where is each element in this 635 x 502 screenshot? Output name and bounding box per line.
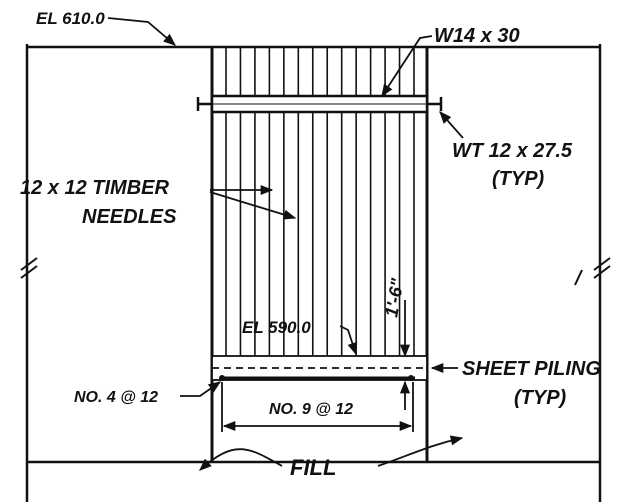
label-timber-2: NEEDLES	[82, 206, 177, 228]
right-break-mark	[593, 257, 611, 279]
label-sheet-piling: SHEET PILING	[462, 358, 601, 380]
base-slab	[211, 355, 428, 381]
label-el-590: EL 590.0	[242, 318, 311, 337]
no4-bar-end-left	[219, 375, 225, 381]
leader-timber-2	[209, 191, 297, 220]
label-el-610: EL 610.0	[36, 9, 105, 28]
leader-el590	[339, 325, 358, 356]
no4-bar-end-right	[408, 375, 414, 381]
leader-no4	[180, 381, 222, 397]
label-no4: NO. 4 @ 12	[74, 389, 158, 406]
wt-left-stub	[196, 97, 212, 111]
right-hatch-tick	[574, 269, 583, 286]
leader-wt12	[439, 111, 464, 139]
label-wt12-typ: (TYP)	[492, 168, 545, 190]
leader-w14	[381, 35, 433, 98]
leader-el610	[107, 17, 176, 46]
label-sheet-piling-typ: (TYP)	[514, 387, 567, 409]
leader-fill-right	[377, 435, 464, 467]
left-break-mark	[20, 257, 38, 279]
label-timber-1: 12 x 12 TIMBER	[20, 177, 170, 199]
label-fill: FILL	[290, 455, 336, 480]
leader-fill-left	[199, 448, 283, 471]
label-wt12: WT 12 x 27.5	[452, 140, 573, 162]
label-no9: NO. 9 @ 12	[269, 401, 353, 418]
wt-right-stub	[427, 97, 443, 111]
label-w14: W14 x 30	[434, 25, 520, 47]
